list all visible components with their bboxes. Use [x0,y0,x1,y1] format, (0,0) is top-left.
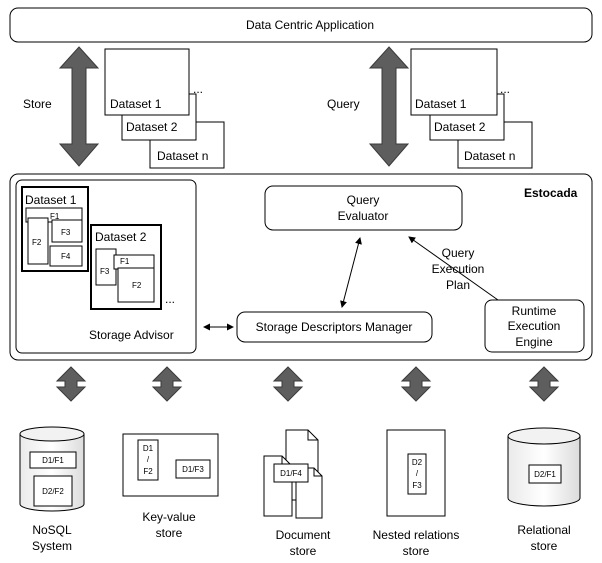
query-evaluator-line1: Query [347,193,380,207]
keyvalue-label-2: store [156,526,183,540]
estocada-system: Estocada Storage Advisor Dataset 1 F1 F2… [9,173,593,361]
kv-fragment-f2: F2 [143,467,153,476]
nested-fragment-slash: / [416,469,419,478]
query-label: Query [327,97,360,111]
nosql-label-1: NoSQL [32,523,72,537]
store-label: Store [23,97,52,111]
application-title: Data Centric Application [246,18,374,32]
kv-fragment-d1f3: D1/F3 [182,465,204,474]
query-plan-line1: Query [442,246,475,260]
arrow-to-nosql [55,366,87,402]
keyvalue-store: D1 / F2 D1/F3 Key-value store [122,433,219,540]
runtime-line2: Execution [508,319,561,333]
arrow-evaluator-runtime [408,236,499,301]
store-dataset-stack: Dataset n Dataset 2 Dataset 1 ... [104,48,225,169]
store-dataset-n: Dataset n [157,149,208,163]
advisor-dataset-1-title: Dataset 1 [25,193,77,207]
keyvalue-label-1: Key-value [142,510,196,524]
arrow-to-keyvalue [151,366,183,402]
storage-advisor-label: Storage Advisor [89,328,174,342]
bottom-arrows [55,366,560,402]
adv2-f3: F3 [100,267,110,276]
store-dataset-1: Dataset 1 [110,97,162,111]
query-plan-line3: Plan [446,278,470,292]
nosql-label-2: System [32,539,72,553]
query-dataset-1: Dataset 1 [415,97,467,111]
estocada-title: Estocada [524,186,578,200]
storage-descriptors-label: Storage Descriptors Manager [256,320,413,334]
query-dataset-2: Dataset 2 [434,120,486,134]
kv-fragment-slash: / [147,455,150,464]
document-label-2: store [290,544,317,558]
relational-label-1: Relational [517,523,570,537]
arrow-to-document [272,366,304,402]
store-arrow [58,46,100,167]
runtime-line1: Runtime [512,304,557,318]
query-evaluator: Query Evaluator [264,185,463,231]
relational-label-2: store [531,539,558,553]
adv1-f4: F4 [61,252,71,261]
kv-fragment-d1: D1 [143,444,154,453]
adv1-f1: F1 [50,212,60,221]
query-dataset-stack: Dataset n Dataset 2 Dataset 1 ... [410,48,533,169]
storage-descriptors-manager: Storage Descriptors Manager [236,311,433,343]
adv1-f2: F2 [32,238,42,247]
nosql-fragment-2: D2/F2 [42,487,64,496]
advisor-dataset-1: Dataset 1 F1 F2 F3 F4 [21,186,89,272]
document-label-1: Document [276,528,331,542]
advisor-dataset-2: Dataset 2 F3 F1 F2 [90,224,162,310]
document-store: D1/F4 Document store [263,429,331,558]
query-dataset-ellipsis: ... [500,82,510,96]
nested-fragment-f3: F3 [412,481,422,490]
arrow-to-nested [400,366,432,402]
storage-advisor: Storage Advisor Dataset 1 F1 F2 F3 F4 Da… [15,179,197,354]
advisor-ellipsis: ... [165,292,175,306]
store-dataset-2: Dataset 2 [126,120,178,134]
store-dataset-ellipsis: ... [193,82,203,96]
relational-store: D2/F1 Relational store [507,427,581,553]
query-evaluator-line2: Evaluator [338,209,389,223]
relational-fragment: D2/F1 [534,470,556,479]
query-arrow [368,46,410,167]
nested-fragment-d2: D2 [412,458,423,467]
query-dataset-n: Dataset n [464,149,515,163]
nosql-store: D1/F1 D2/F2 NoSQL System [19,426,85,553]
runtime-execution-engine: Runtime Execution Engine [484,299,585,353]
adv2-f1: F1 [120,257,130,266]
advisor-dataset-2-title: Dataset 2 [95,230,147,244]
nosql-fragment-1: D1/F1 [42,456,64,465]
nested-label-1: Nested relations [373,528,460,542]
runtime-line3: Engine [515,335,553,349]
nested-label-2: store [403,544,430,558]
adv2-f2: F2 [132,281,142,290]
arrow-to-relational [528,366,560,402]
arrow-descriptors-evaluator [340,237,362,308]
query-plan-line2: Execution [432,262,485,276]
data-centric-application: Data Centric Application [9,7,593,43]
doc-fragment: D1/F4 [280,469,302,478]
query-execution-plan: Query Execution Plan [432,246,485,292]
adv1-f3: F3 [61,228,71,237]
nested-relations-store: D2 / F3 Nested relations store [373,429,460,558]
